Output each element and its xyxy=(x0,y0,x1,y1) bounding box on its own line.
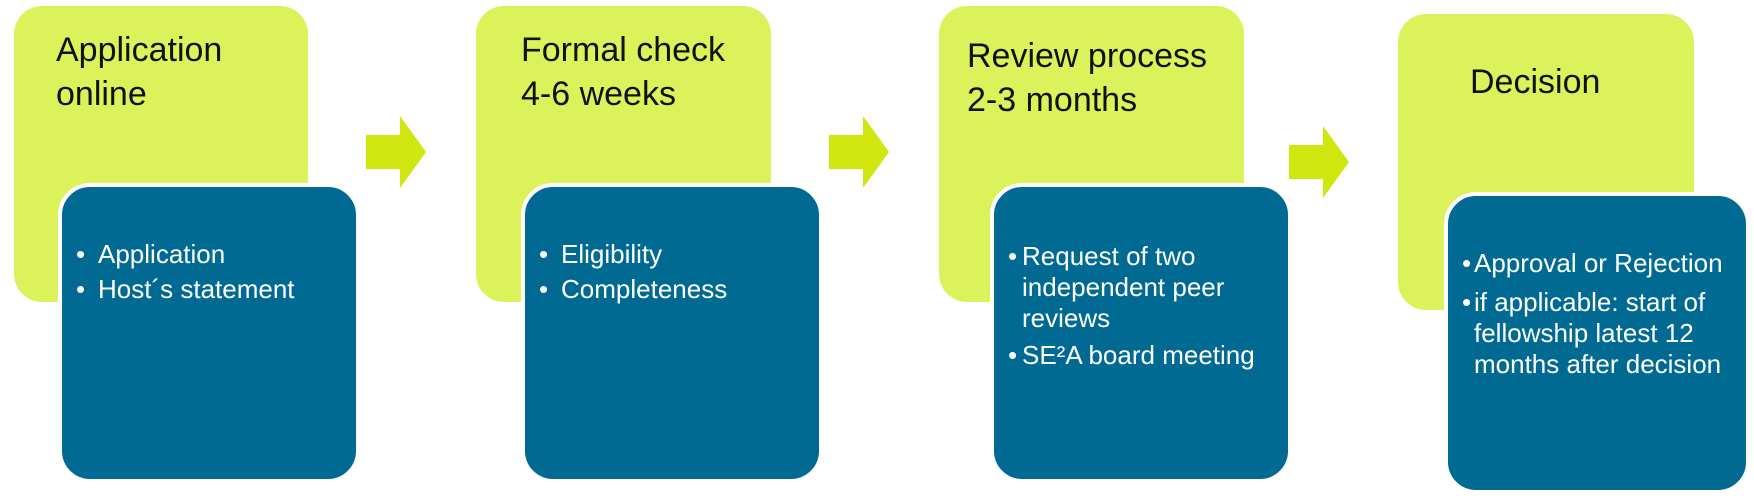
stage-details-box: Eligibility Completeness xyxy=(521,183,823,483)
arrow-right-icon xyxy=(829,116,889,188)
detail-item: Request of two independent peer reviews xyxy=(994,241,1288,334)
detail-item: Application xyxy=(62,239,356,270)
detail-item: if applicable: start of fellowship lates… xyxy=(1448,287,1746,380)
stage-details-box: Approval or Rejection if applicable: sta… xyxy=(1444,192,1750,494)
detail-item: SE²A board meeting xyxy=(994,340,1288,371)
detail-list: Approval or Rejection if applicable: sta… xyxy=(1448,248,1746,384)
detail-item: Eligibility xyxy=(525,239,819,270)
stage-title: Review process 2-3 months xyxy=(967,37,1207,119)
detail-list: Eligibility Completeness xyxy=(525,239,819,309)
detail-list: Application Host´s statement xyxy=(62,239,356,309)
stage-details-box: Request of two independent peer reviews … xyxy=(990,183,1292,483)
stage-title: Formal check 4-6 weeks xyxy=(521,31,726,113)
detail-list: Request of two independent peer reviews … xyxy=(994,241,1288,375)
stage-title: Application online xyxy=(56,31,223,113)
stage-details-box: Application Host´s statement xyxy=(58,183,360,483)
stage-title: Decision xyxy=(1470,63,1601,101)
arrow-right-icon xyxy=(1289,126,1349,198)
detail-item: Approval or Rejection xyxy=(1448,248,1746,279)
detail-item: Host´s statement xyxy=(62,274,356,305)
arrow-right-icon xyxy=(366,116,426,188)
detail-item: Completeness xyxy=(525,274,819,305)
